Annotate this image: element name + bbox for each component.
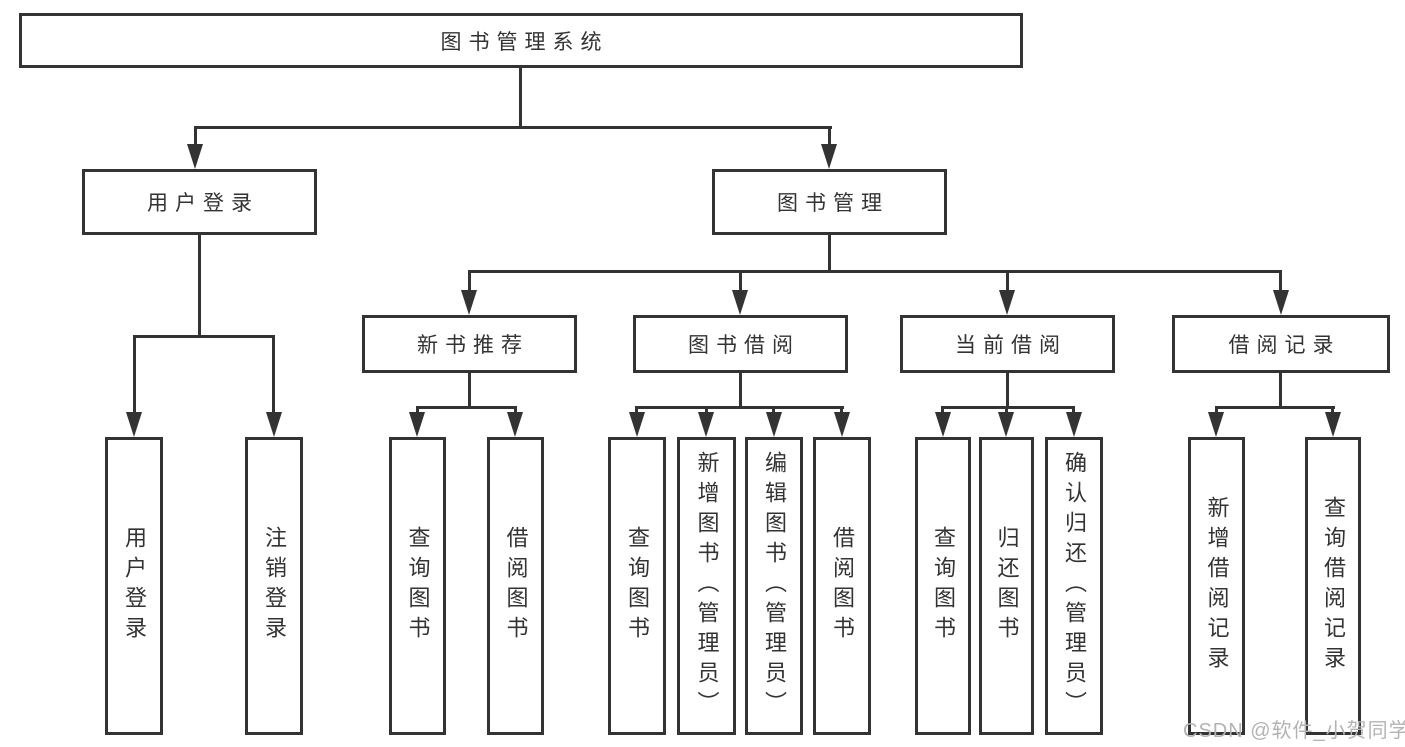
arrowhead-down-icon [187, 144, 203, 169]
connector-line [1072, 406, 1075, 416]
connector-line [739, 270, 742, 293]
connector-line [514, 406, 517, 416]
arrowhead-down-icon [1208, 412, 1224, 437]
leaf-label: 确认归还（管理员） [1062, 451, 1087, 721]
connector-line [416, 406, 419, 416]
connector-line [194, 126, 832, 129]
arrowhead-down-icon [698, 412, 714, 437]
connector-line [1005, 406, 1008, 416]
leaf-label: 查询图书 [625, 526, 650, 646]
node-user-login: 用户登录 [82, 169, 317, 235]
arrowhead-down-icon [732, 290, 748, 315]
connector-line [1215, 406, 1335, 409]
arrowhead-down-icon [507, 412, 523, 437]
connector-line [198, 235, 201, 335]
connector-line [1215, 406, 1218, 416]
connector-line [519, 68, 522, 126]
node-leaf-confirm-return-admin: 确认归还（管理员） [1045, 437, 1103, 735]
leaf-label: 查询图书 [405, 526, 431, 646]
connector-line [1279, 373, 1282, 406]
node-leaf-query-borrow-record: 查询借阅记录 [1305, 437, 1361, 735]
connector-line [941, 406, 1075, 409]
arrowhead-down-icon [935, 412, 951, 437]
connector-line [772, 406, 775, 416]
connector-line [272, 335, 275, 415]
node-leaf-borrow-books-borrowing: 借阅图书 [813, 437, 871, 735]
connector-line [635, 406, 638, 416]
node-leaf-return-books: 归还图书 [979, 437, 1034, 735]
leaf-label: 借阅图书 [503, 526, 529, 646]
node-leaf-borrow-books-recommend: 借阅图书 [487, 437, 544, 735]
leaf-label: 新增图书（管理员） [694, 451, 720, 721]
arrowhead-down-icon [266, 412, 282, 437]
arrowhead-down-icon [409, 412, 425, 437]
connector-line [194, 126, 197, 147]
arrowhead-down-icon [1066, 412, 1082, 437]
connector-line [1006, 373, 1009, 406]
leaf-label: 借阅图书 [830, 526, 855, 646]
node-leaf-add-borrow-record: 新增借阅记录 [1188, 437, 1245, 735]
node-leaf-query-books-borrowing: 查询图书 [608, 437, 666, 735]
connector-line [1279, 270, 1282, 293]
leaf-label: 注销登录 [262, 526, 287, 646]
node-leaf-logout: 注销登录 [245, 437, 303, 735]
node-book-borrowing: 图书借阅 [633, 315, 848, 373]
connector-line [828, 126, 831, 147]
leaf-label: 新增借阅记录 [1204, 496, 1230, 676]
connector-line [635, 406, 844, 409]
leaf-label: 归还图书 [994, 526, 1020, 646]
connector-line [941, 406, 944, 416]
node-new-book-recommendation: 新书推荐 [362, 315, 577, 373]
node-book-management: 图书管理 [712, 169, 947, 235]
connector-line [416, 406, 517, 409]
arrowhead-down-icon [461, 290, 477, 315]
node-library-management-system: 图书管理系统 [19, 13, 1023, 68]
leaf-label: 查询图书 [931, 526, 956, 646]
connector-line [133, 335, 136, 415]
node-leaf-query-books-current: 查询图书 [915, 437, 971, 735]
arrowhead-down-icon [1325, 412, 1341, 437]
node-leaf-user-login: 用户登录 [105, 437, 163, 735]
connector-line [828, 235, 831, 270]
connector-line [1331, 406, 1334, 416]
node-leaf-edit-books-admin: 编辑图书（管理员） [745, 437, 803, 735]
connector-line [739, 373, 742, 406]
leaf-label: 编辑图书（管理员） [762, 451, 787, 721]
node-current-borrowing: 当前借阅 [900, 315, 1115, 373]
node-leaf-query-books-recommend: 查询图书 [389, 437, 446, 735]
arrowhead-down-icon [629, 412, 645, 437]
csdn-watermark: CSDN @软件_小贺同学 [1183, 720, 1405, 742]
connector-line [133, 335, 275, 338]
connector-line [468, 373, 471, 406]
arrowhead-down-icon [1273, 290, 1289, 315]
arrowhead-down-icon [126, 412, 142, 437]
node-leaf-add-books-admin: 新增图书（管理员） [677, 437, 736, 735]
connector-line [468, 270, 471, 293]
connector-line [468, 270, 1282, 273]
leaf-label: 用户登录 [122, 526, 147, 646]
connector-line [1006, 270, 1009, 293]
connector-line [840, 406, 843, 416]
leaf-label: 查询借阅记录 [1321, 496, 1346, 676]
node-borrowing-records: 借阅记录 [1172, 315, 1390, 373]
connector-line [705, 406, 708, 416]
arrowhead-down-icon [999, 290, 1015, 315]
arrowhead-down-icon [998, 412, 1014, 437]
arrowhead-down-icon [766, 412, 782, 437]
arrowhead-down-icon [821, 144, 837, 169]
arrowhead-down-icon [834, 412, 850, 437]
